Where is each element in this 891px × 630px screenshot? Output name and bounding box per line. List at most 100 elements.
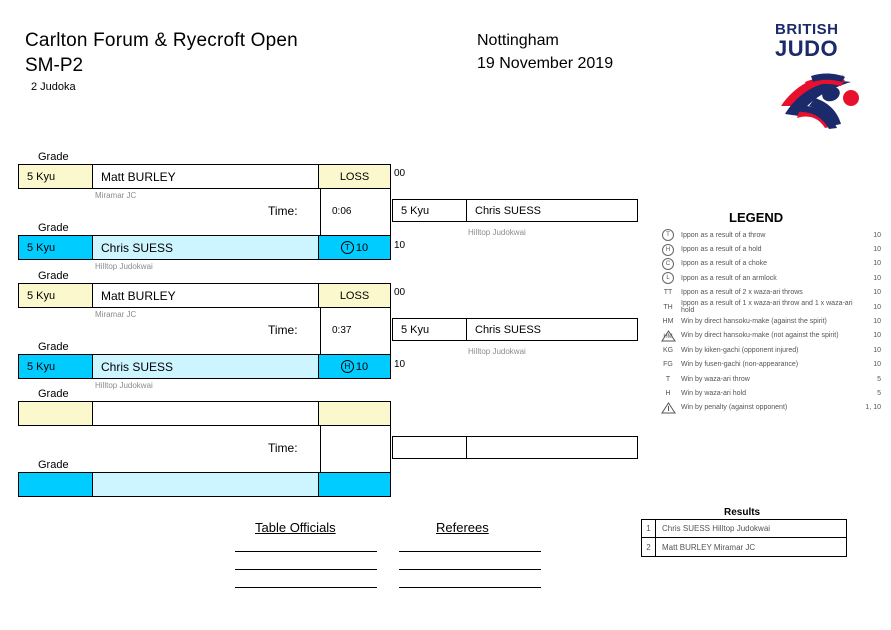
legend-text: Ippon as a result of an armlock — [681, 274, 777, 282]
match-row-competitor[interactable]: 5 Kyu Matt BURLEY LOSS — [18, 283, 391, 308]
ippon-hold-icon: H — [340, 360, 354, 373]
winner-box[interactable]: 5 Kyu Chris SUESS — [392, 318, 638, 341]
legend-text: Ippon as a result of a hold — [681, 246, 762, 254]
results-row: 2 Matt BURLEY Miramar JC — [642, 538, 846, 556]
signature-line[interactable] — [399, 569, 541, 570]
legend-value: 5 — [877, 389, 881, 397]
winner-box[interactable]: 5 Kyu Chris SUESS — [392, 199, 638, 222]
legend-triangle-icon — [655, 401, 681, 414]
competitor-score — [319, 402, 390, 425]
event-category: SM-P2 — [25, 55, 84, 76]
divider — [390, 308, 391, 355]
signature-line[interactable] — [235, 551, 377, 552]
legend-symbol: HM — [662, 318, 674, 326]
match-row-competitor[interactable]: 5 Kyu Chris SUESS T 10 — [18, 235, 391, 260]
legend-circle-icon: L — [655, 272, 681, 285]
match-time: 0:06 — [332, 206, 352, 217]
legend-symbol: KG — [662, 346, 674, 354]
time-label: Time: — [268, 441, 298, 455]
legend-circle-icon: T — [655, 229, 681, 242]
legend-text: Win by penalty (against opponent) — [681, 404, 788, 412]
grade-label: Grade — [38, 270, 69, 282]
competitor-points: 00 — [394, 287, 406, 298]
results-row: 1 Chris SUESS Hilltop Judokwai — [642, 520, 846, 538]
result-place: 1 — [642, 520, 656, 537]
divider — [320, 189, 321, 236]
time-label: Time: — [268, 323, 298, 337]
grade-label: Grade — [38, 151, 69, 163]
grade-label: Grade — [38, 459, 69, 471]
legend-circle-icon: C — [655, 257, 681, 270]
competitor-name — [93, 473, 319, 496]
legend-value: 10 — [873, 289, 881, 297]
competitor-club: Miramar JC — [95, 310, 137, 319]
legend-value: 10 — [873, 274, 881, 282]
grade-label: Grade — [38, 388, 69, 400]
competitor-score: LOSS — [319, 284, 390, 307]
event-title: Carlton Forum & Ryecroft Open — [25, 30, 298, 51]
referees-label: Referees — [436, 520, 489, 535]
divider — [390, 189, 391, 236]
competitor-club: Hilltop Judokwai — [95, 381, 153, 390]
competitor-score — [319, 473, 390, 496]
time-label: Time: — [268, 204, 298, 218]
legend-symbol: H — [665, 389, 671, 397]
winner-club: Hilltop Judokwai — [468, 228, 526, 237]
signature-line[interactable] — [399, 587, 541, 588]
grade-label: Grade — [38, 222, 69, 234]
competitor-name: Chris SUESS — [93, 236, 319, 259]
signature-line[interactable] — [235, 569, 377, 570]
divider — [320, 308, 321, 355]
legend-row: Win by penalty (against opponent) 1, 10 — [655, 401, 881, 415]
competitor-grade — [19, 402, 93, 425]
divider — [390, 426, 391, 473]
competitor-name — [93, 402, 319, 425]
legend-text: Ippon as a result of a choke — [681, 260, 767, 268]
competitor-grade: 5 Kyu — [19, 165, 93, 188]
judoka-figure-icon — [781, 73, 859, 129]
legend-text: Win by waza-ari throw — [681, 375, 750, 383]
legend-value: 10 — [873, 260, 881, 268]
legend-text: Win by direct hansoku-make (not against … — [681, 332, 839, 340]
match-row-competitor[interactable]: 5 Kyu Matt BURLEY LOSS — [18, 164, 391, 189]
legend-value: 1, 10 — [865, 404, 881, 412]
match-time: 0:37 — [332, 325, 352, 336]
competitor-score: LOSS — [319, 165, 390, 188]
competitor-grade: 5 Kyu — [19, 355, 93, 378]
grade-label: Grade — [38, 341, 69, 353]
winner-box[interactable] — [392, 436, 638, 459]
legend-text: Ippon as a result of a throw — [681, 231, 766, 239]
logo-line-1: BRITISH — [775, 21, 839, 38]
legend-text: Win by fusen-gachi (non-appearance) — [681, 361, 799, 369]
result-name: Matt BURLEY Miramar JC — [662, 542, 756, 552]
winner-club: Hilltop Judokwai — [468, 347, 526, 356]
result-name: Chris SUESS Hilltop Judokwai — [662, 524, 771, 533]
score-value: 10 — [355, 241, 369, 254]
ippon-throw-icon: T — [340, 241, 354, 254]
competitor-grade: 5 Kyu — [19, 284, 93, 307]
legend-value: 10 — [873, 346, 881, 354]
winner-grade: 5 Kyu — [393, 319, 467, 340]
legend-text: Ippon as a result of 2 x waza-ari throws — [681, 289, 803, 297]
match-row-competitor[interactable] — [18, 472, 391, 497]
result-place: 2 — [642, 538, 656, 556]
competitor-score: T 10 — [319, 236, 390, 259]
competitor-name: Matt BURLEY — [93, 284, 319, 307]
winner-grade — [393, 437, 467, 458]
signature-line[interactable] — [399, 551, 541, 552]
match-row-competitor[interactable]: 5 Kyu Chris SUESS H 10 — [18, 354, 391, 379]
signature-line[interactable] — [235, 587, 377, 588]
legend-symbol: FG — [663, 361, 673, 369]
match-row-competitor[interactable] — [18, 401, 391, 426]
legend-value: 5 — [877, 375, 881, 383]
competitor-grade — [19, 473, 93, 496]
